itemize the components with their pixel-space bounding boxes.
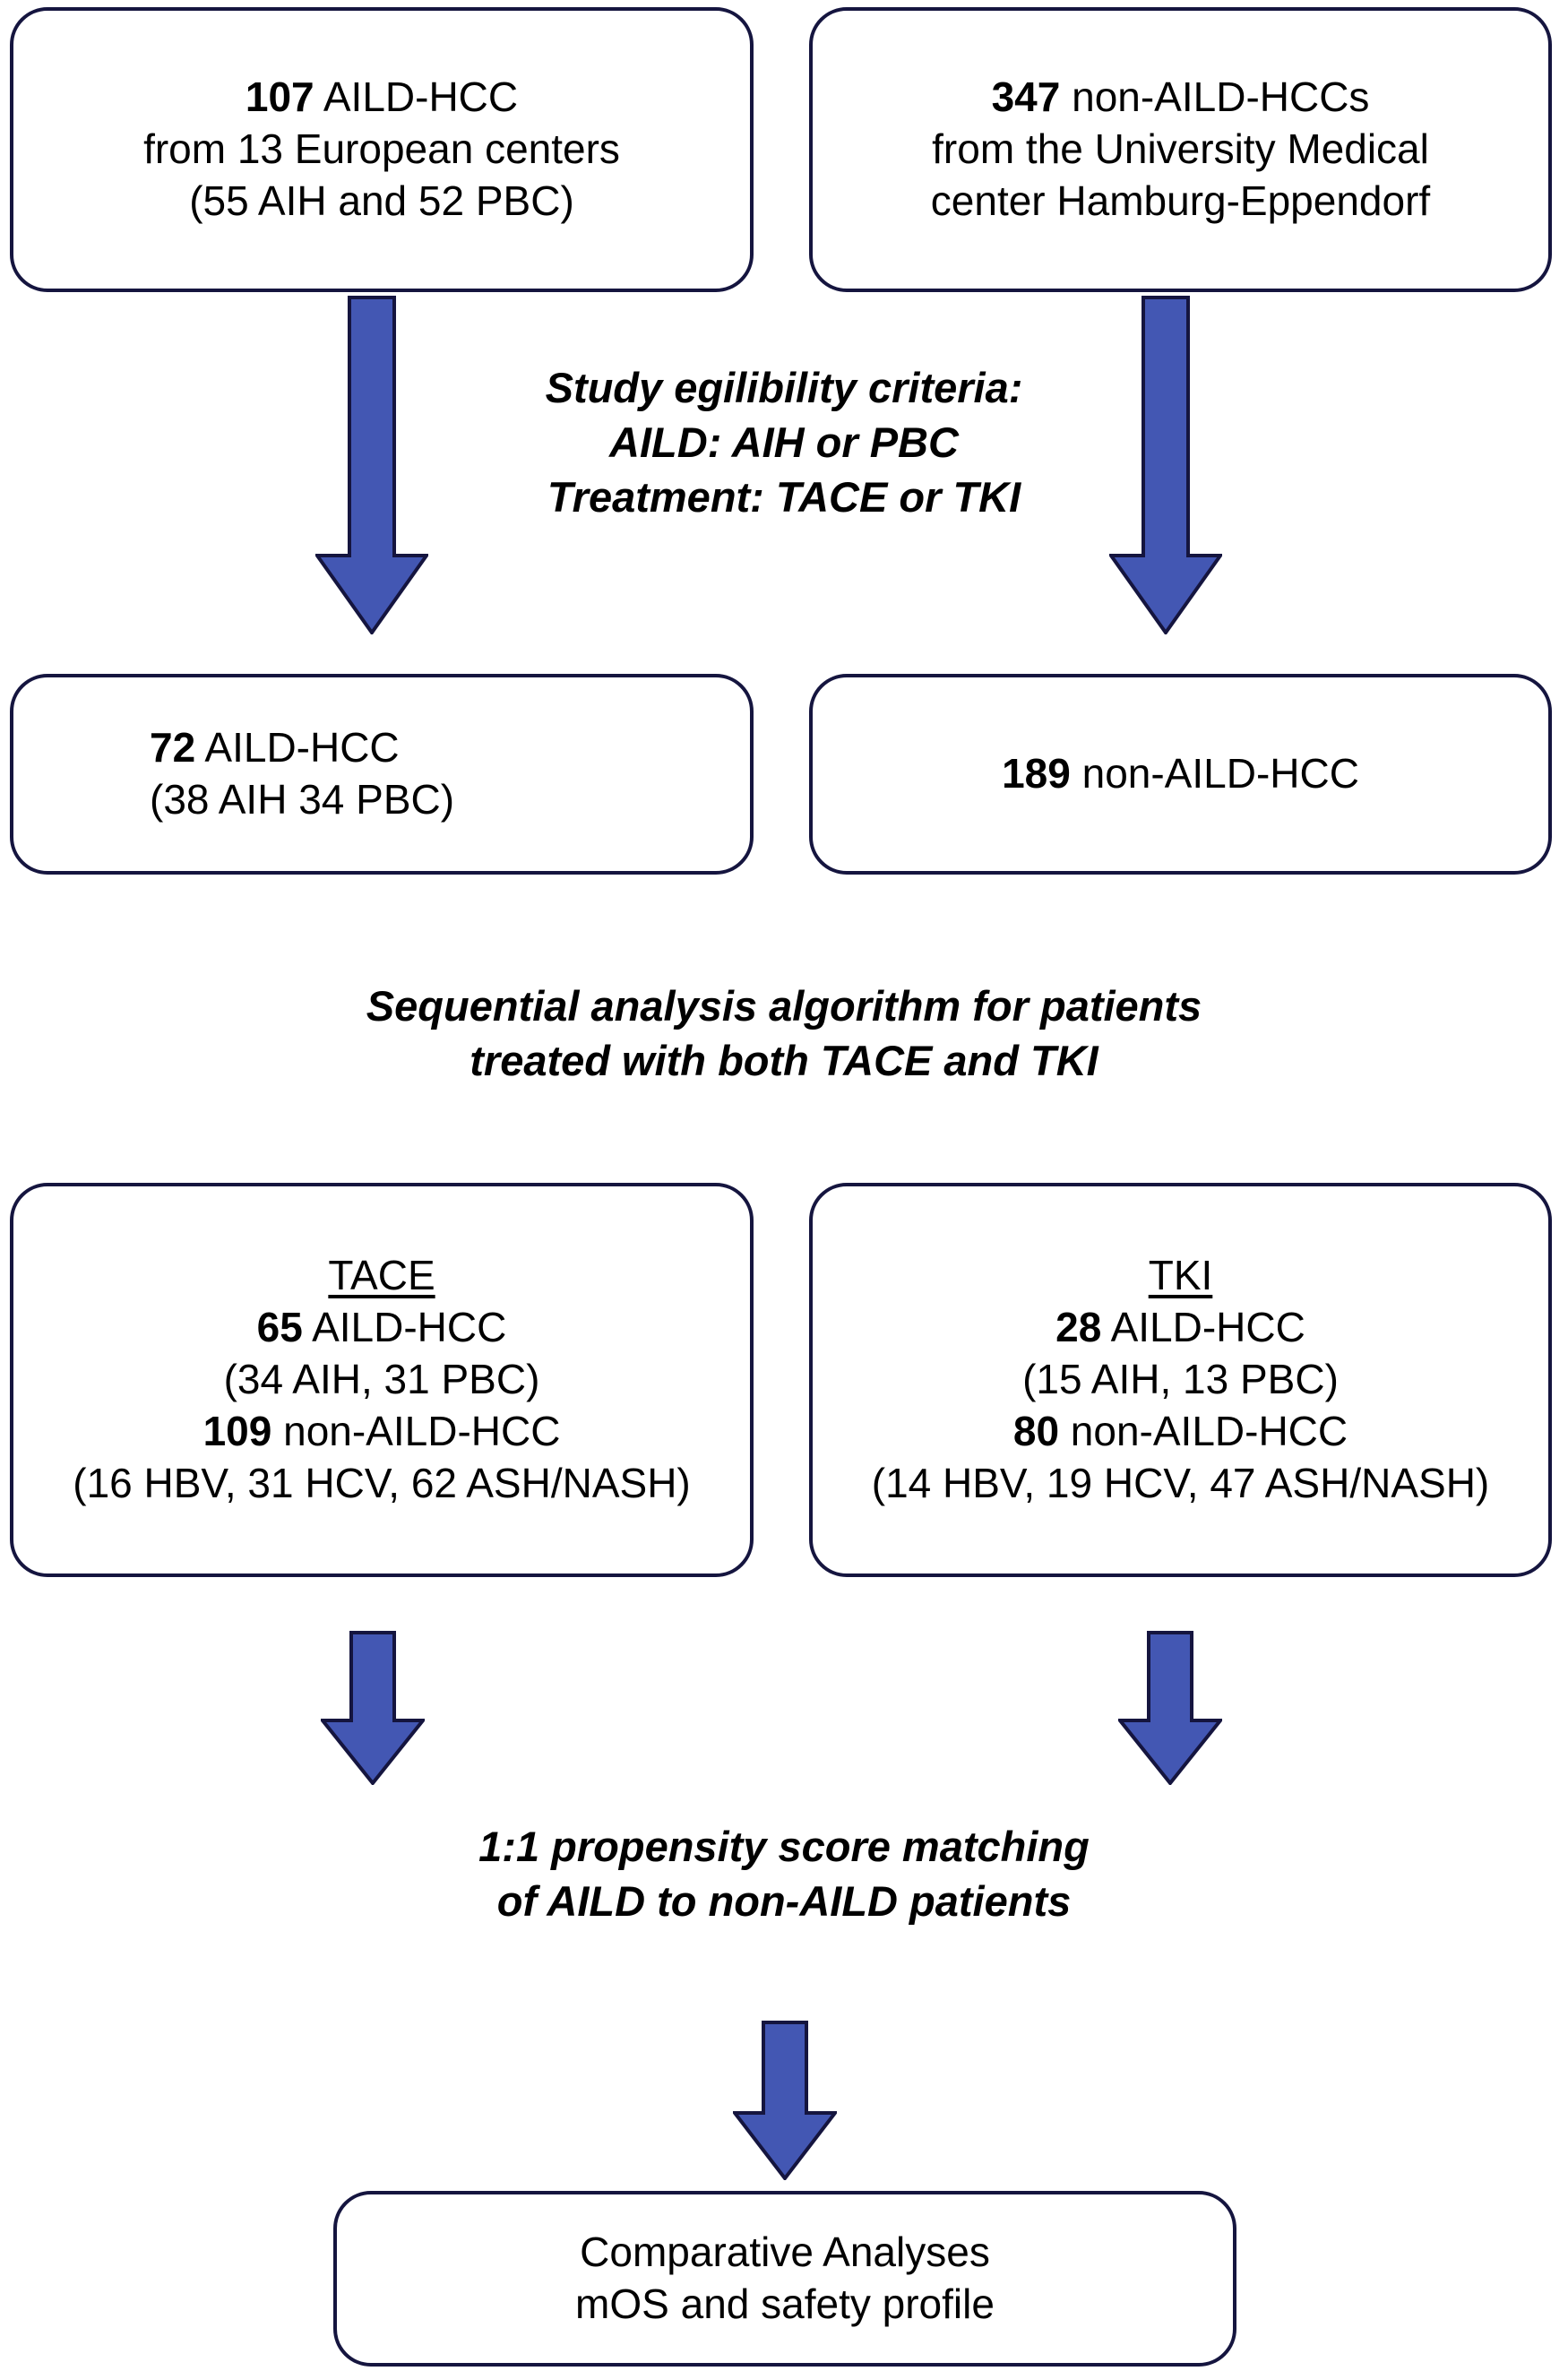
caption-eligibility-line-2: AILD: AIH or PBC [609, 418, 959, 467]
node-tki-line-3: 80 non-AILD-HCC [1012, 1407, 1348, 1454]
caption-eligibility-line-1: Study egilibility criteria: [545, 364, 1023, 411]
node-nonaild-source-line-2: from the University Medical [932, 125, 1429, 173]
node-tace-header: TACE [328, 1252, 435, 1299]
node-aild-source: 107 AILD-HCC from 13 European centers (5… [10, 7, 754, 292]
node-aild-eligible-line-1: 72 AILD-HCC [150, 724, 400, 772]
arrow-tki-to-psm [1118, 1631, 1222, 1785]
caption-psm-line-1: 1:1 propensity score matching [478, 1823, 1090, 1870]
node-final-line-1: Comparative Analyses [580, 2229, 990, 2276]
caption-eligibility-line-3: Treatment: TACE or TKI [547, 473, 1021, 522]
arrow-tace-to-psm [321, 1631, 425, 1785]
arrow-psm-to-final [733, 2021, 837, 2180]
node-tki-line-1: 28 AILD-HCC [1055, 1304, 1305, 1351]
node-aild-source-line-3: (55 AIH and 52 PBC) [189, 177, 574, 224]
node-nonaild-source: 347 non-AILD-HCCs from the University Me… [809, 7, 1552, 292]
node-tace-line-3: 109 non-AILD-HCC [202, 1407, 561, 1454]
node-nonaild-source-line-1: 347 non-AILD-HCCs [991, 73, 1370, 121]
caption-sequential-line-2: treated with both TACE and TKI [470, 1037, 1098, 1085]
node-tki-header: TKI [1148, 1252, 1213, 1299]
caption-sequential-line-1: Sequential analysis algorithm for patien… [366, 982, 1202, 1030]
node-nonaild-source-line-3: center Hamburg-Eppendorf [930, 177, 1431, 224]
node-nonaild-eligible: 189 non-AILD-HCC [809, 674, 1552, 875]
node-final-line-2: mOS and safety profile [575, 2280, 995, 2327]
node-nonaild-eligible-line-1: 189 non-AILD-HCC [1002, 750, 1359, 798]
arrow-aild-source-to-eligible [315, 296, 428, 634]
node-tace-line-2: (34 AIH, 31 PBC) [223, 1356, 540, 1403]
arrow-nonaild-source-to-eligible [1109, 296, 1222, 634]
caption-eligibility: Study egilibility criteria: AILD: AIH or… [0, 360, 1568, 524]
node-aild-source-line-2: from 13 European centers [143, 125, 620, 173]
node-tki-line-4: (14 HBV, 19 HCV, 47 ASH/NASH) [871, 1459, 1490, 1506]
node-aild-eligible-line-2: (38 AIH 34 PBC) [150, 776, 455, 823]
node-aild-eligible: 72 AILD-HCC (38 AIH 34 PBC) [10, 674, 754, 875]
node-tace-line-4: (16 HBV, 31 HCV, 62 ASH/NASH) [73, 1459, 691, 1506]
caption-psm: 1:1 propensity score matching of AILD to… [0, 1819, 1568, 1928]
caption-sequential: Sequential analysis algorithm for patien… [0, 979, 1568, 1088]
node-tace-line-1: 65 AILD-HCC [256, 1304, 507, 1351]
node-tace-group: TACE 65 AILD-HCC (34 AIH, 31 PBC) 109 no… [10, 1183, 754, 1577]
node-final-analysis: Comparative Analyses mOS and safety prof… [333, 2191, 1236, 2367]
node-aild-source-line-1: 107 AILD-HCC [245, 73, 519, 121]
node-tki-line-2: (15 AIH, 13 PBC) [1022, 1356, 1339, 1403]
caption-psm-line-2: of AILD to non-AILD patients [496, 1877, 1072, 1926]
node-tki-group: TKI 28 AILD-HCC (15 AIH, 13 PBC) 80 non-… [809, 1183, 1552, 1577]
